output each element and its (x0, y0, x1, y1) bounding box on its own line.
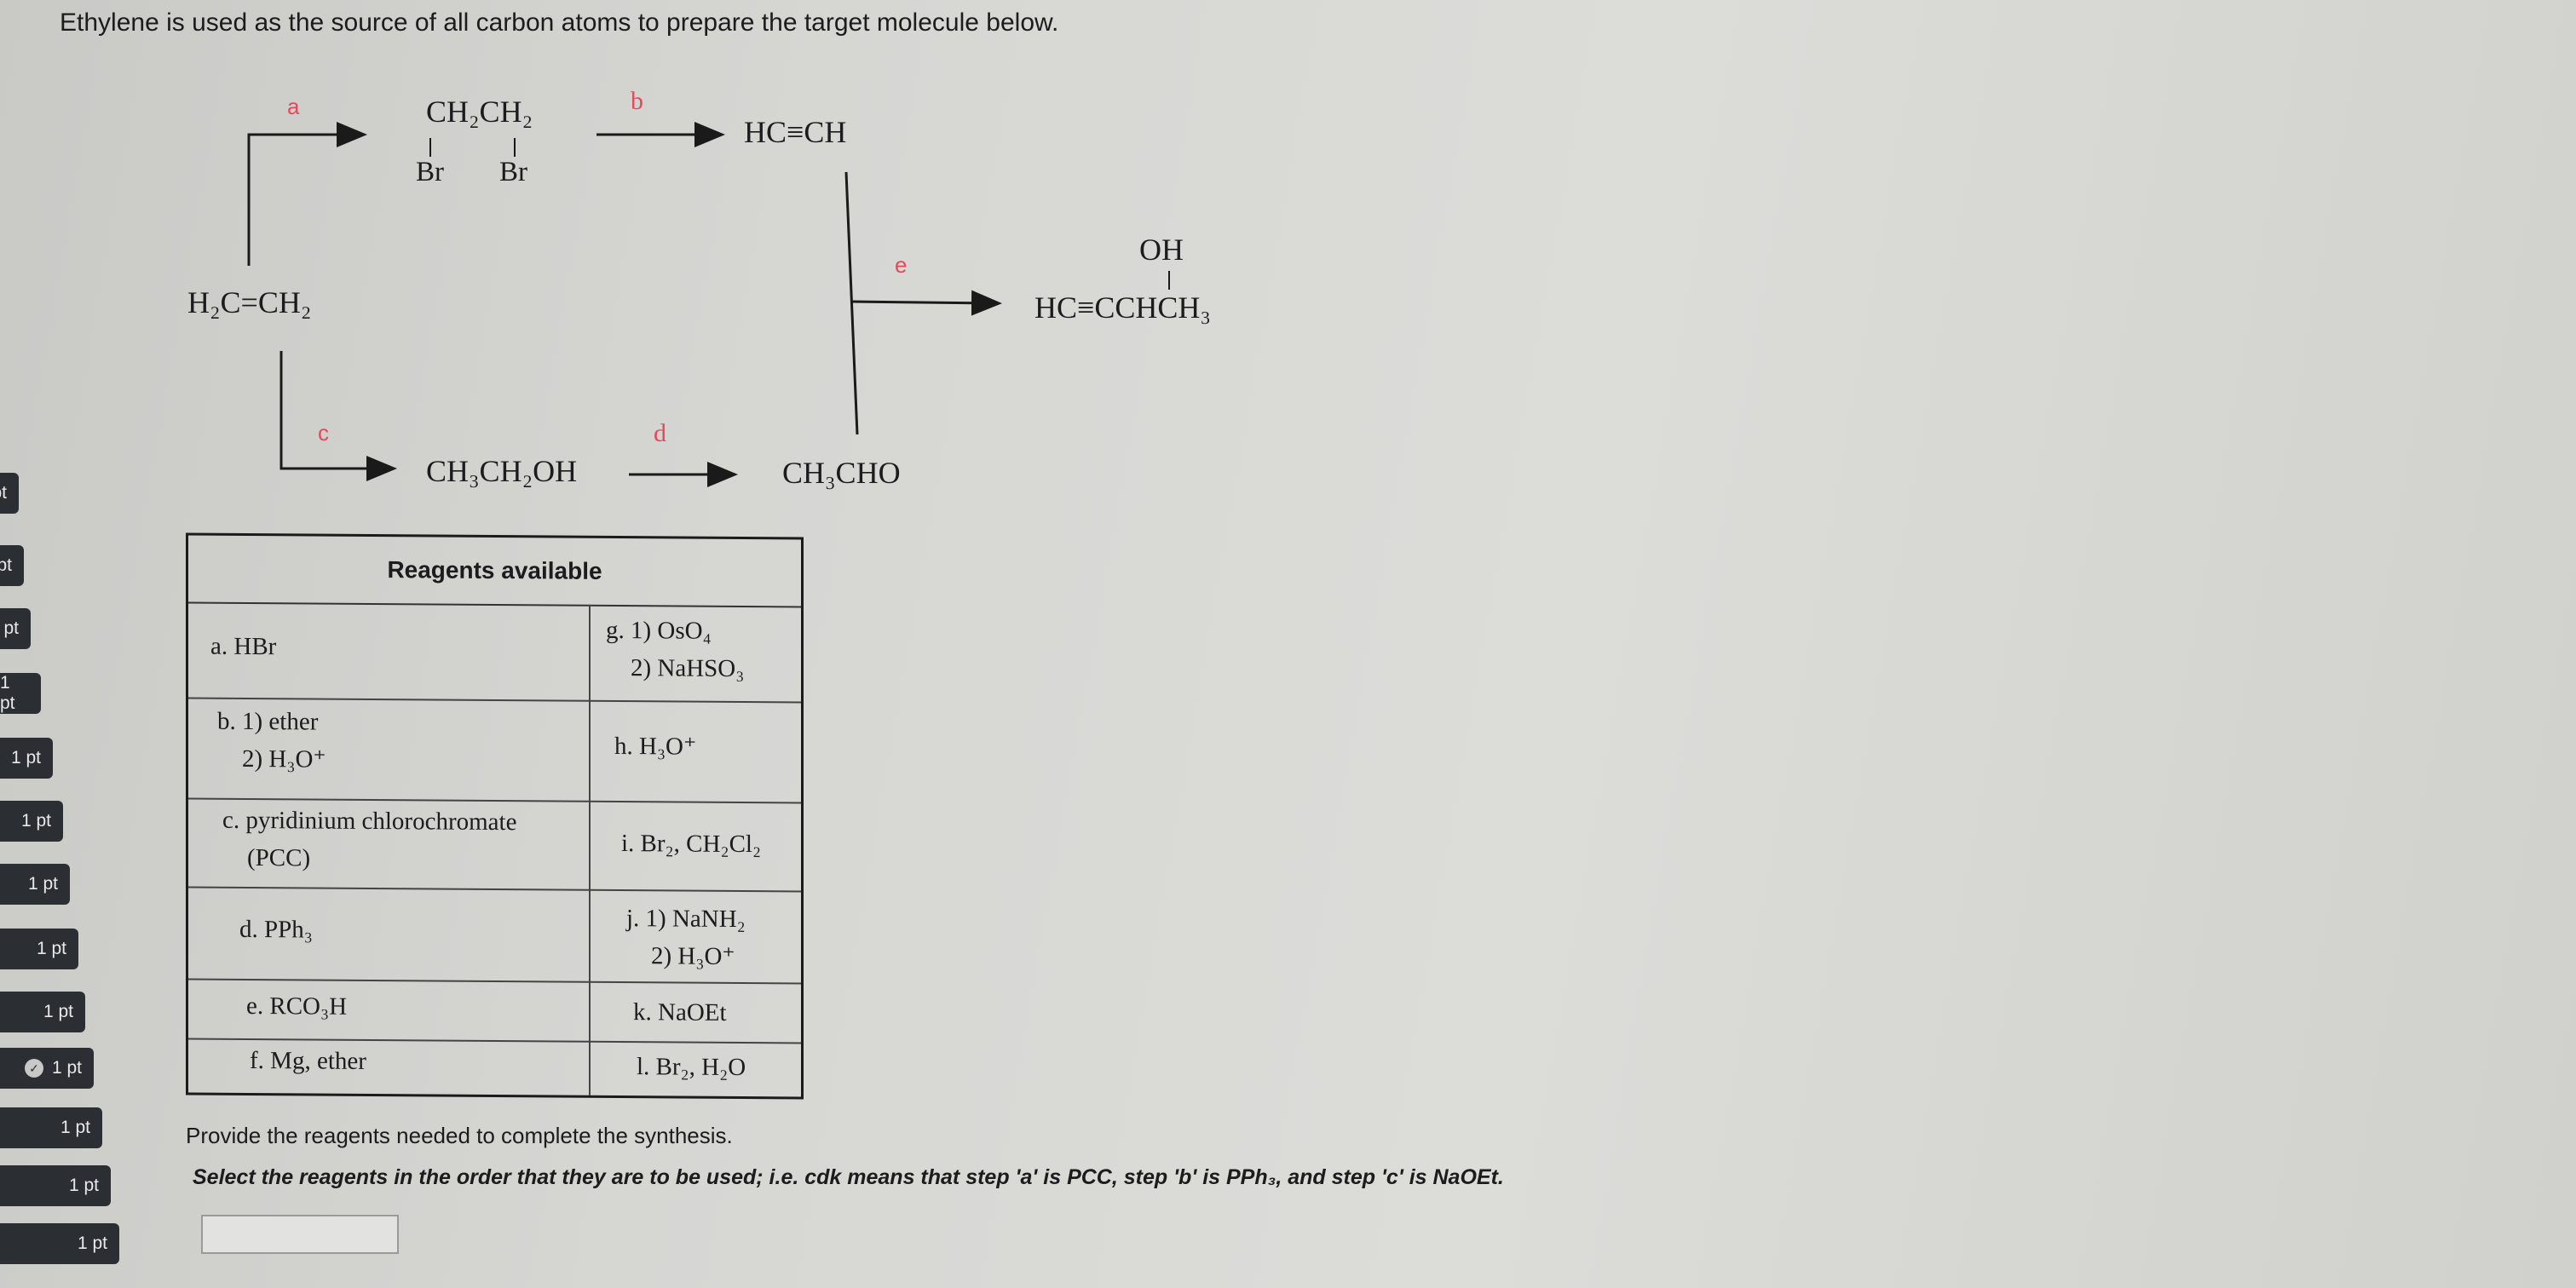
reagent-option: a. HBr (210, 632, 277, 661)
step-label-b: b (631, 87, 643, 115)
instruction-text: Provide the reagents needed to complete … (186, 1123, 733, 1148)
reagent-option: j. 1) NaNH₂ 2) H₃O⁺ (626, 905, 746, 970)
step-label-c: c (318, 420, 329, 446)
points-label: 1 pt (10, 748, 41, 768)
reagent-option: k. NaOEt (633, 998, 727, 1026)
reagents-header: Reagents available (188, 535, 801, 608)
target-formula: HC≡CCHCH₃ (1034, 290, 1211, 325)
points-item[interactable]: 1 pt (0, 738, 53, 779)
points-item[interactable]: 1 pt (0, 929, 78, 969)
reagent-option: e. RCO₃H (246, 992, 348, 1021)
points-sidebar: pt pt pt 1 pt 1 pt 1 pt 1 pt 1 pt 1 pt ✓… (0, 0, 149, 1288)
arrow-c (279, 351, 397, 481)
answer-input[interactable] (201, 1215, 399, 1254)
check-icon: ✓ (24, 1059, 43, 1078)
points-label: pt (0, 483, 7, 503)
points-label: pt (3, 618, 19, 638)
points-item[interactable]: 1 pt (0, 992, 85, 1032)
points-item[interactable]: 1 pt (0, 1165, 111, 1206)
points-item[interactable]: pt (0, 545, 24, 586)
points-label: 1 pt (43, 1002, 73, 1021)
points-label: 1 pt (36, 939, 66, 958)
points-item[interactable]: 1 pt (0, 801, 63, 842)
reagent-option: b. 1) ether 2) H₃O⁺ (217, 707, 326, 773)
acetaldehyde-formula: CH₃CHO (782, 456, 901, 490)
points-item[interactable]: 1 pt (0, 1107, 102, 1148)
table-divider (589, 604, 591, 1095)
points-label: 1 pt (68, 1176, 99, 1195)
step-label-e: e (895, 252, 908, 278)
points-item[interactable]: pt (0, 473, 19, 514)
step-label-a: a (287, 94, 300, 119)
bromine-label: Br (499, 157, 527, 187)
question-title: Ethylene is used as the source of all ca… (60, 9, 1059, 37)
reagents-table: Reagents available a. HBr b. 1) ether 2)… (186, 532, 804, 1100)
points-item[interactable]: 1 pt (0, 673, 41, 714)
step-label-d: d (654, 419, 666, 447)
arrow-a (247, 122, 367, 266)
reagent-option: d. PPh₃ (239, 915, 313, 944)
reagent-option: f. Mg, ether (250, 1046, 366, 1075)
points-label: 1 pt (20, 811, 51, 831)
hydroxyl-label: OH (1139, 233, 1184, 267)
table-divider (188, 886, 801, 893)
points-label: 1 pt (77, 1233, 107, 1253)
points-label: 1 pt (27, 874, 58, 894)
dibromide-formula: CH₂CH₂ (426, 95, 533, 129)
points-item[interactable]: 1 pt (0, 864, 70, 905)
arrow-e-join (844, 171, 859, 435)
reagent-option: l. Br₂, H₂O (637, 1053, 746, 1082)
ethanol-formula: CH₃CH₂OH (426, 454, 578, 488)
ethylene-formula: H₂C=CH₂ (187, 285, 312, 319)
points-label: 1 pt (51, 1058, 82, 1078)
points-item[interactable]: 1 pt (0, 1223, 119, 1264)
reagent-option: c. pyridinium chlorochromate (PCC) (222, 806, 517, 872)
points-item[interactable]: ✓ 1 pt (0, 1048, 94, 1089)
acetylene-formula: HC≡CH (744, 115, 847, 149)
reagent-option: g. 1) OsO₄ 2) NaHSO₃ (606, 616, 745, 683)
reagent-option: h. H₃O⁺ (614, 732, 697, 761)
reagent-option: i. Br₂, CH₂Cl₂ (621, 830, 762, 859)
bromine-label: Br (416, 157, 444, 187)
points-label: pt (0, 555, 12, 575)
arrow-e (850, 290, 1002, 316)
instruction-example: Select the reagents in the order that th… (193, 1165, 1504, 1189)
points-label: 1 pt (60, 1118, 90, 1137)
points-label: 1 pt (0, 673, 15, 713)
table-divider (188, 978, 801, 985)
points-item[interactable]: pt (0, 608, 31, 649)
